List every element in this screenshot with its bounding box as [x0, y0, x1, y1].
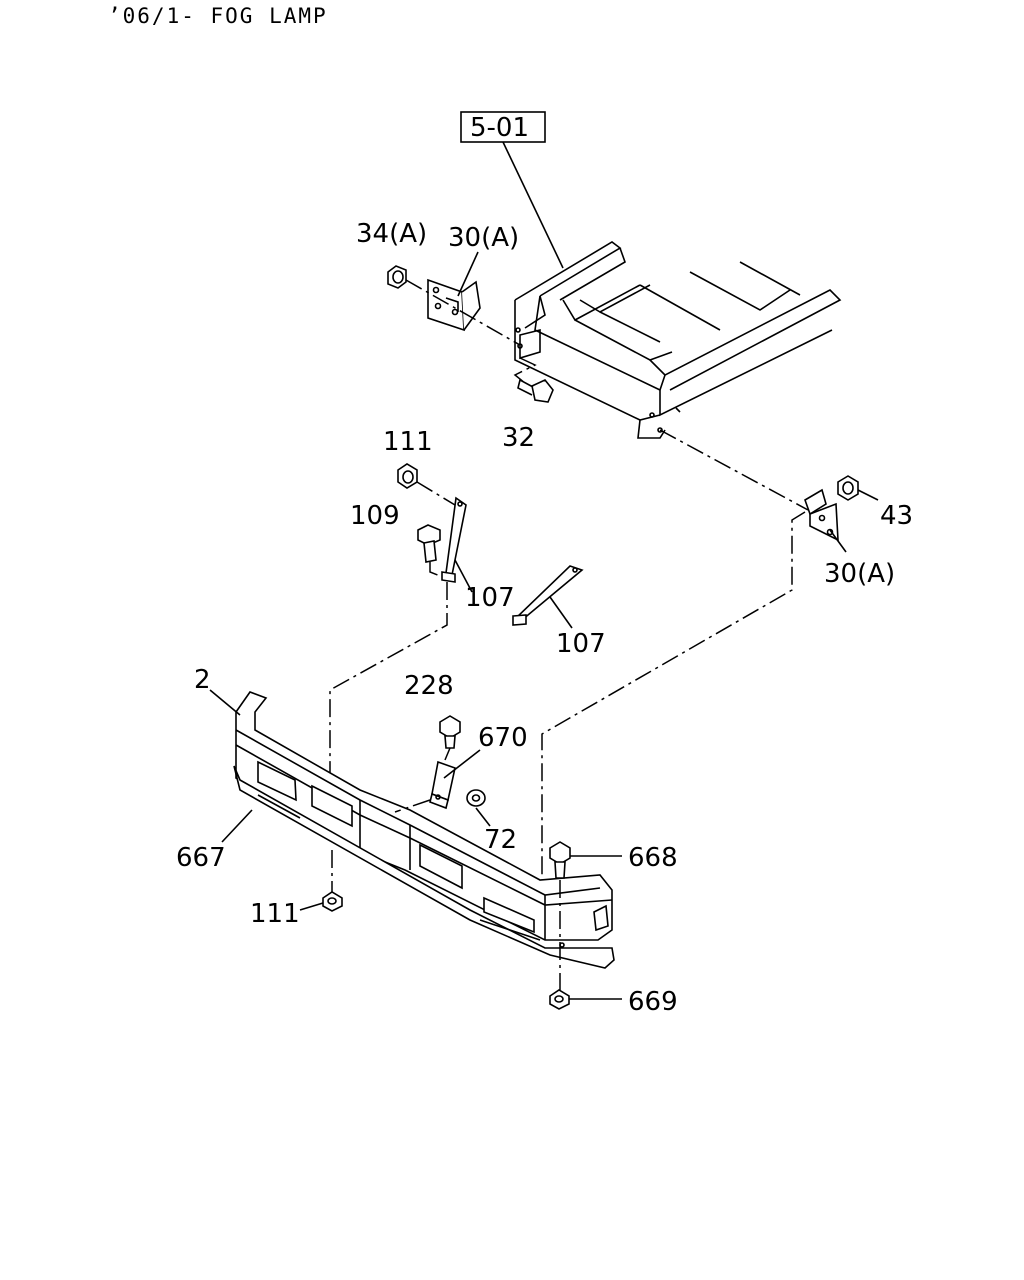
callout-668: 668	[628, 843, 678, 873]
dash-228	[444, 747, 451, 761]
leader-2	[209, 689, 241, 716]
leader-667	[221, 809, 253, 843]
bumper-lamp-slot-left	[257, 760, 297, 802]
callout-109: 109	[350, 501, 400, 531]
leader-30a-right	[829, 529, 847, 553]
stay-107-diagonal[interactable]	[512, 565, 584, 626]
callout-107-a: 107	[465, 583, 515, 613]
callout-667: 667	[176, 843, 226, 873]
callout-30a-right: 30(A)	[824, 559, 895, 589]
bumper-lamp-slot-center-right	[419, 843, 463, 890]
callout-228: 228	[404, 671, 454, 701]
callout-32: 32	[502, 423, 535, 453]
leader-670	[443, 749, 481, 779]
page-title: ’06/1- FOG LAMP	[108, 4, 328, 28]
bolt-228[interactable]	[439, 715, 461, 749]
dash-109	[429, 562, 446, 579]
bumper-2[interactable]	[235, 691, 613, 941]
nut-43[interactable]	[837, 475, 859, 501]
leader-43	[857, 489, 879, 501]
callout-34a: 34(A)	[356, 219, 427, 249]
dash-frame-right-bracket	[659, 429, 809, 511]
callout-30a-top: 30(A)	[448, 223, 519, 253]
dash-111-stay	[416, 481, 456, 506]
callout-669: 669	[628, 987, 678, 1017]
callout-111-top: 111	[383, 427, 433, 457]
chassis-frame	[514, 241, 842, 439]
dash-670-bumper	[394, 799, 431, 813]
dash-right-bracket-bumper	[541, 511, 806, 880]
leader-5-01	[502, 141, 564, 269]
nut-111-bottom[interactable]	[322, 891, 343, 912]
dash-32	[513, 357, 537, 384]
washer-72[interactable]	[466, 789, 486, 807]
bracket-30a-right[interactable]	[804, 488, 839, 542]
valance-667[interactable]	[233, 765, 615, 969]
leader-111-bottom	[299, 902, 324, 911]
stay-107-vertical[interactable]	[441, 496, 467, 583]
bolt-32[interactable]	[517, 378, 554, 403]
leader-107-a	[454, 559, 473, 593]
bumper-lamp-slot-center-left	[311, 784, 353, 828]
callout-2: 2	[194, 665, 211, 695]
callout-107-b: 107	[556, 629, 606, 659]
dash-stay-bumper	[329, 582, 448, 788]
leader-107-b	[549, 596, 573, 629]
bumper-lamp-slot-right	[483, 896, 535, 934]
leader-30a-top	[457, 251, 479, 297]
nut-111-top[interactable]	[397, 463, 418, 489]
bolt-668[interactable]	[549, 841, 571, 879]
callout-670: 670	[478, 723, 528, 753]
callout-72: 72	[484, 825, 517, 855]
reference-box[interactable]: 5-01	[460, 111, 546, 143]
reference-box-label: 5-01	[470, 113, 529, 143]
bolt-109[interactable]	[417, 524, 441, 563]
dash-34a-frame	[405, 279, 521, 346]
nut-34a[interactable]	[387, 265, 407, 289]
callout-43: 43	[880, 501, 913, 531]
leader-72	[475, 807, 491, 827]
bracket-30a-top[interactable]	[427, 278, 481, 332]
callout-111-bottom: 111	[250, 899, 300, 929]
nut-669[interactable]	[549, 989, 570, 1010]
bracket-670[interactable]	[429, 760, 456, 810]
